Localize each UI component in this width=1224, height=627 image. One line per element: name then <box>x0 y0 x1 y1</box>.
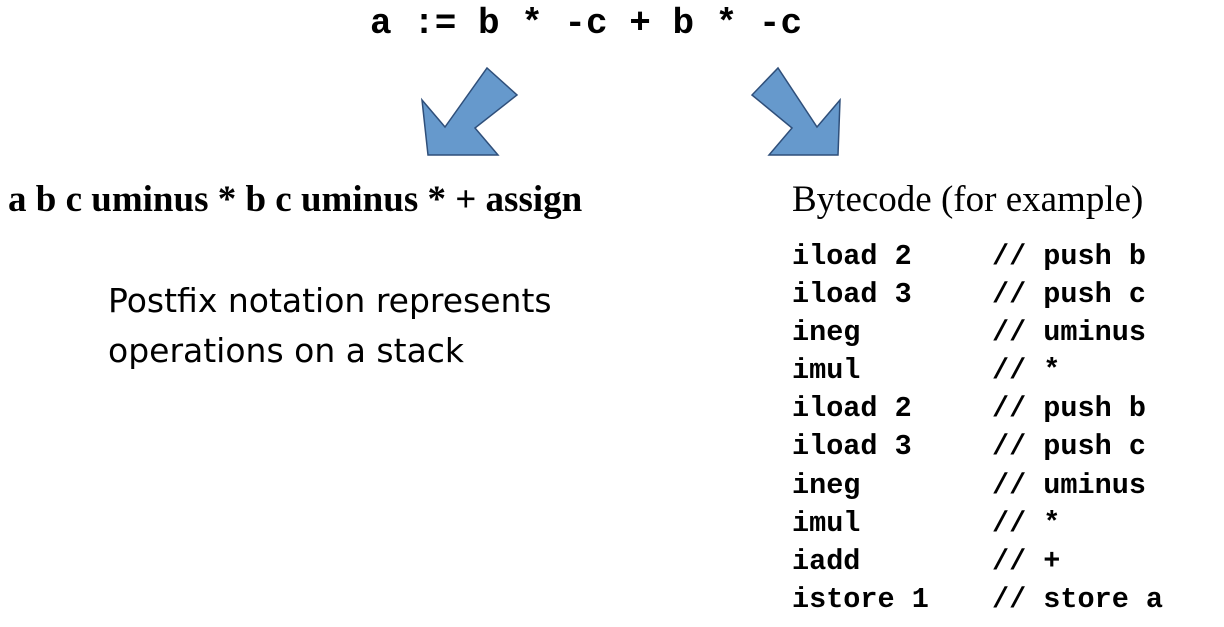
bytecode-line: iload 3 // push c <box>792 428 1163 466</box>
bytecode-instruction: iload 2 <box>792 392 912 426</box>
bytecode-line: iload 3 // push c <box>792 276 1163 314</box>
bytecode-comment: // push c <box>992 430 1146 464</box>
bytecode-title: Bytecode (for example) <box>792 179 1144 220</box>
bytecode-comment: // + <box>992 544 1061 578</box>
bytecode-line: imul // * <box>792 352 1163 390</box>
bytecode-instruction: ineg <box>792 468 861 502</box>
bytecode-comment: // push b <box>992 392 1146 426</box>
postfix-caption: Postfix notation represents operations o… <box>108 276 668 376</box>
bytecode-instruction: iadd <box>792 544 861 578</box>
bytecode-instruction: imul <box>792 506 861 540</box>
bytecode-instruction: istore 1 <box>792 582 929 616</box>
bytecode-instruction: ineg <box>792 316 861 350</box>
translation-arrows <box>420 66 841 156</box>
caption-line: operations on a stack <box>108 331 465 370</box>
arrow-to-postfix-icon <box>420 66 519 156</box>
source-expression: a := b * -c + b * -c <box>370 3 803 44</box>
arrow-to-bytecode-icon <box>750 66 841 156</box>
bytecode-comment: // * <box>992 354 1061 388</box>
bytecode-comment: // push c <box>992 278 1146 312</box>
bytecode-instruction: iload 3 <box>792 278 912 312</box>
bytecode-line: imul // * <box>792 505 1163 543</box>
bytecode-line: iadd // + <box>792 543 1163 581</box>
postfix-notation: a b c uminus * b c uminus * + assign <box>8 179 583 220</box>
bytecode-comment: // uminus <box>992 316 1146 350</box>
caption-line: Postfix notation represents <box>108 281 552 320</box>
bytecode-comment: // * <box>992 506 1061 540</box>
bytecode-instruction: imul <box>792 354 861 388</box>
bytecode-instruction: iload 3 <box>792 430 912 464</box>
bytecode-listing: iload 2 // push b iload 3 // push c ineg //… <box>792 238 1163 619</box>
bytecode-instruction: iload 2 <box>792 240 912 273</box>
bytecode-comment: // store a <box>992 582 1164 616</box>
bytecode-comment: // push b <box>992 240 1146 273</box>
bytecode-line: ineg // uminus <box>792 467 1163 505</box>
bytecode-comment: // uminus <box>992 468 1146 502</box>
bytecode-line: iload 2 // push b <box>792 238 1163 276</box>
bytecode-line: iload 2 // push b <box>792 390 1163 428</box>
bytecode-line: istore 1 // store a <box>792 581 1163 619</box>
bytecode-line: ineg // uminus <box>792 314 1163 352</box>
